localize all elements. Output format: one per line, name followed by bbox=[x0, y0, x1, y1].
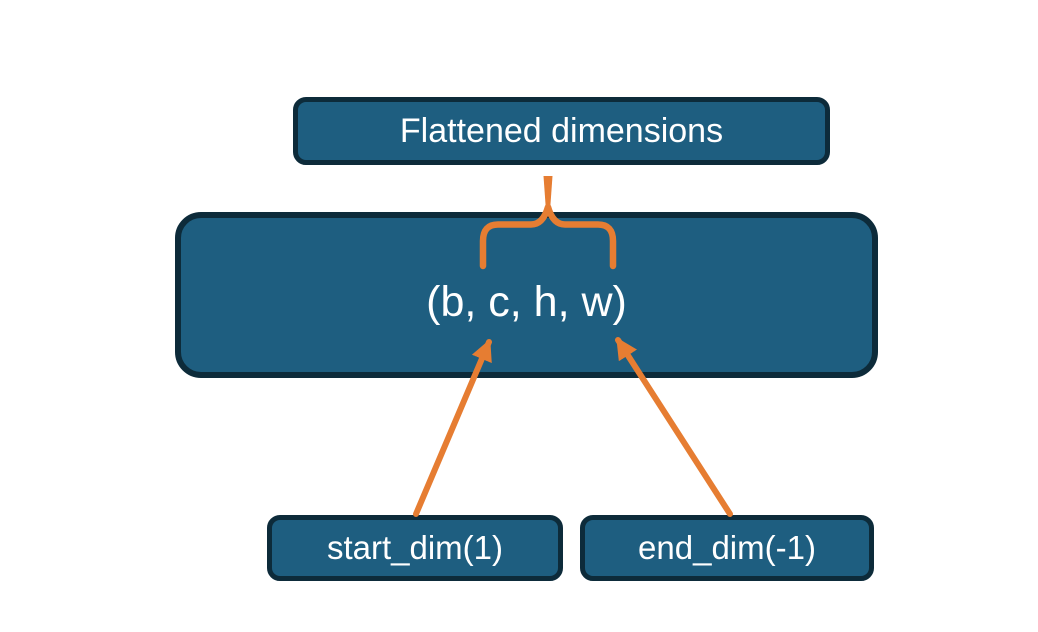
flattened-dimensions-label: Flattened dimensions bbox=[399, 111, 724, 150]
flattened-dimensions-box: Flattened dimensions bbox=[293, 97, 830, 165]
end-dim-label: end_dim(-1) bbox=[638, 529, 816, 566]
tensor-shape-label: (b, c, h, w) bbox=[426, 277, 627, 326]
end-dim-box: end_dim(-1) bbox=[580, 515, 874, 581]
start-dim-box: start_dim(1) bbox=[267, 515, 563, 581]
brace-stem bbox=[543, 176, 553, 211]
start-dim-label: start_dim(1) bbox=[326, 529, 504, 566]
tensor-shape-box: (b, c, h, w) bbox=[175, 212, 878, 378]
